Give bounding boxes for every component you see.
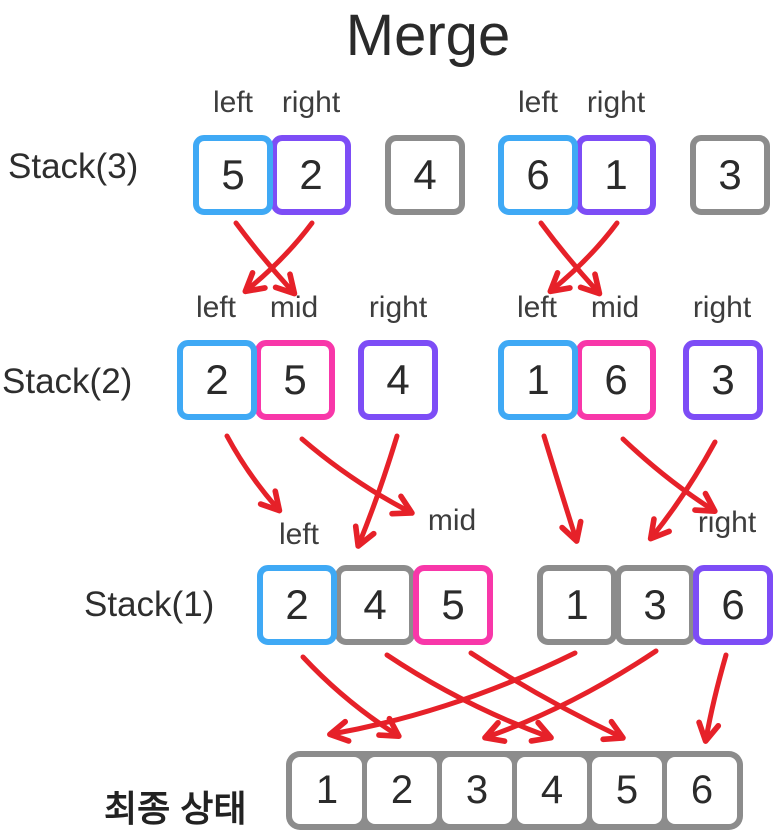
final-state-label: 최종 상태 bbox=[104, 788, 247, 829]
pointer-label-left: left bbox=[516, 291, 558, 324]
pointer-label-right: right bbox=[368, 291, 428, 324]
cell-value: 5 bbox=[413, 565, 493, 645]
cell-value: 6 bbox=[498, 135, 578, 215]
pointer-label-left: left bbox=[195, 291, 237, 324]
cell-value: 3 bbox=[615, 565, 695, 645]
cell-value: 5 bbox=[255, 340, 335, 420]
arrow-2-to-slot1 bbox=[224, 433, 283, 514]
arrow-6-to-mid bbox=[538, 220, 603, 297]
pointer-label-mid: mid bbox=[427, 504, 477, 537]
cell-value: 2 bbox=[271, 135, 351, 215]
pointer-label-mid: mid bbox=[590, 291, 640, 324]
stack1-group-1: 2 4 5 bbox=[257, 565, 493, 645]
stack3-group-4: 3 bbox=[690, 135, 770, 215]
stack3-group-1: 5 2 bbox=[193, 135, 351, 215]
cell-value: 2 bbox=[257, 565, 337, 645]
final-cell: 6 bbox=[667, 757, 737, 824]
arrow-2-to-final2 bbox=[300, 654, 402, 739]
final-cell: 1 bbox=[292, 757, 362, 824]
arrow-6-to-slot3 bbox=[620, 436, 718, 514]
arrow-5-to-final5 bbox=[468, 650, 626, 743]
stack2-label: Stack(2) bbox=[2, 362, 133, 401]
arrow-1-to-left bbox=[547, 220, 620, 295]
arrow-1-to-slot1 bbox=[541, 433, 584, 544]
cell-value: 4 bbox=[358, 340, 438, 420]
cell-value: 6 bbox=[693, 565, 773, 645]
pointer-label-left: left bbox=[278, 518, 320, 551]
arrow-1-to-final1 bbox=[327, 650, 578, 744]
final-cell: 2 bbox=[367, 757, 437, 824]
stack3-label: Stack(3) bbox=[8, 147, 139, 186]
cell-value: 4 bbox=[335, 565, 415, 645]
cell-value: 1 bbox=[498, 340, 578, 420]
arrow-4-to-final4 bbox=[384, 652, 554, 744]
final-cell: 4 bbox=[517, 757, 587, 824]
pointer-label-left: left bbox=[517, 86, 559, 119]
pointer-label-right: right bbox=[281, 86, 341, 119]
pointer-label-mid: mid bbox=[269, 291, 319, 324]
stack1-group-2: 1 3 6 bbox=[537, 565, 773, 645]
arrow-5-to-slot3 bbox=[299, 436, 415, 517]
stack2-group-4: 3 bbox=[683, 340, 763, 420]
stack3-group-2: 4 bbox=[385, 135, 465, 215]
cell-value: 1 bbox=[576, 135, 656, 215]
arrow-4-to-slot2 bbox=[352, 433, 400, 549]
stack3-group-3: 6 1 bbox=[498, 135, 656, 215]
cell-value: 5 bbox=[193, 135, 273, 215]
arrow-5-to-mid bbox=[233, 220, 298, 297]
stack2-group-3: 1 6 bbox=[498, 340, 656, 420]
stack2-group-1: 2 5 bbox=[177, 340, 335, 420]
final-array: 1 2 3 4 5 6 bbox=[286, 751, 743, 830]
pointer-label-right: right bbox=[586, 86, 646, 119]
arrow-6-to-final6 bbox=[696, 652, 729, 744]
pointer-label-right: right bbox=[692, 291, 752, 324]
arrow-3-to-final3 bbox=[482, 648, 659, 744]
cell-value: 2 bbox=[177, 340, 257, 420]
pointer-label-left: left bbox=[212, 86, 254, 119]
pointer-label-right: right bbox=[697, 506, 757, 539]
cell-value: 3 bbox=[690, 135, 770, 215]
stack2-group-2: 4 bbox=[358, 340, 438, 420]
cell-value: 4 bbox=[385, 135, 465, 215]
arrow-2-to-left bbox=[242, 220, 315, 295]
cell-value: 6 bbox=[576, 340, 656, 420]
final-cell: 5 bbox=[592, 757, 662, 824]
cell-value: 3 bbox=[683, 340, 763, 420]
page-title: Merge bbox=[345, 3, 511, 68]
final-cell: 3 bbox=[442, 757, 512, 824]
cell-value: 1 bbox=[537, 565, 617, 645]
stack1-label: Stack(1) bbox=[84, 585, 215, 624]
